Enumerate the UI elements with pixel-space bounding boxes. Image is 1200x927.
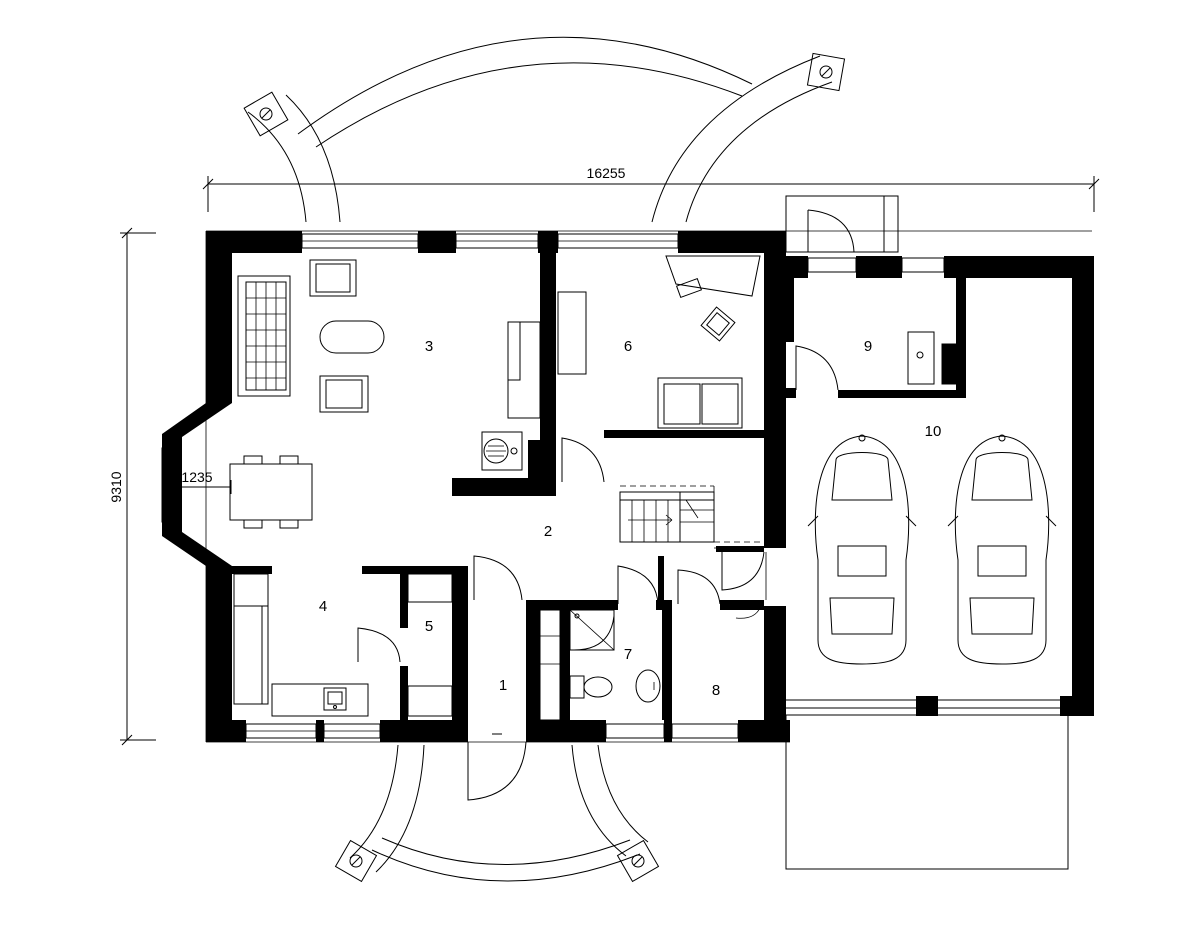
room-label-10: 10 [925,423,942,440]
room-label-5: 5 [425,618,433,635]
car-icon [807,434,917,665]
dining-table-icon [229,455,313,529]
fireplace-icon [481,431,523,471]
bathroom-fixtures [569,609,661,703]
desk-icon [665,255,761,299]
dimension-overall-depth: 9310 [108,227,156,746]
room-label-6: 6 [624,338,632,355]
walls [162,231,790,742]
dimension-overall-depth-label: 9310 [108,471,124,502]
staircase [619,485,764,549]
furniture-office [557,255,761,429]
furniture-kitchen [233,573,369,717]
shelf-icon [557,291,587,375]
washbasin-icon [635,669,661,703]
tv-unit-icon [507,321,541,419]
room-label-3: 3 [425,338,433,355]
room-labels: 1 2 3 4 5 6 7 8 9 10 [319,338,942,699]
armchair-icon [319,375,369,413]
column-icon [806,52,846,92]
shower-icon [569,609,615,651]
room-label-4: 4 [319,598,327,615]
armchair-icon [309,259,357,297]
pergola-bottom [334,744,660,883]
dimension-overall-width: 16255 [202,165,1100,212]
garage-walls [786,256,1094,716]
coffee-table-icon [319,320,385,354]
column-icon [243,91,289,137]
room-label-1: 1 [499,677,507,694]
sofa-icon [237,275,291,397]
room-label-2: 2 [544,523,552,540]
toilet-icon [569,675,613,699]
dimension-bay-depth-label: 1235 [181,469,212,485]
windows [161,233,945,739]
column-icon [334,839,378,883]
car-icon [947,434,1057,665]
room-label-7: 7 [624,646,632,663]
chair-icon [700,306,736,342]
dimension-overall-width-label: 16255 [587,165,626,181]
room-label-8: 8 [712,682,720,699]
pergola-top [243,36,846,223]
pantry-shelves [407,573,453,717]
column-icon [616,839,660,883]
sofa-icon [657,377,743,429]
sink-icon [323,687,347,711]
room-label-9: 9 [864,338,872,355]
wardrobe-icon [539,609,561,721]
doors [357,345,839,801]
furniture-living [229,259,541,529]
